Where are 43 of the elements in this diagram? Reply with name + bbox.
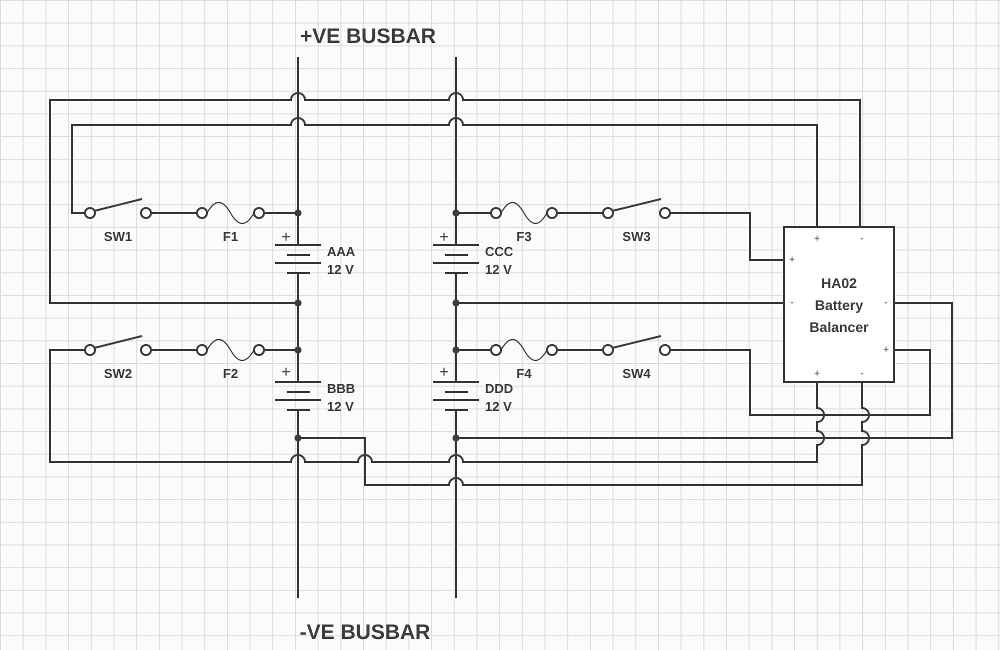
- component-label: SW3: [622, 229, 651, 244]
- terminal-mark: -: [790, 298, 794, 308]
- component-label: SW4: [622, 366, 651, 381]
- voltage-label: 12 V: [485, 262, 512, 277]
- voltage-label: 12 V: [485, 399, 512, 414]
- component-label: F1: [222, 229, 238, 244]
- wire: [673, 349, 931, 416]
- wire: [560, 212, 600, 214]
- wire: [154, 349, 194, 351]
- component-label: SW2: [104, 366, 132, 381]
- wire: [154, 212, 194, 214]
- polarity-mark: +: [281, 229, 291, 247]
- wire: [673, 212, 783, 261]
- voltage-label: 12 V: [327, 262, 354, 277]
- terminal-mark: -: [860, 234, 864, 244]
- component-label: BBB: [327, 381, 356, 396]
- polarity-mark: +: [439, 229, 449, 247]
- wire: [455, 302, 953, 439]
- component-label: CCC: [485, 244, 514, 259]
- terminal-mark: -: [884, 298, 888, 308]
- busbar-label: -VE BUSBAR: [300, 621, 430, 645]
- busbar-label: +VE BUSBAR: [300, 25, 436, 49]
- terminal-mark: +: [814, 234, 820, 244]
- wire: [49, 94, 861, 304]
- voltage-label: 12 V: [327, 399, 354, 414]
- polarity-mark: +: [439, 364, 449, 382]
- wire: [560, 349, 600, 351]
- terminal-mark: -: [860, 368, 864, 380]
- component-label: SW1: [104, 229, 132, 244]
- wire: [49, 349, 825, 463]
- terminal-mark: +: [883, 344, 889, 356]
- component-label: F4: [516, 366, 532, 381]
- device-label: HA02 Battery Balancer: [808, 274, 870, 336]
- wire: [71, 117, 818, 226]
- balancer-box: [783, 226, 895, 383]
- wire: [297, 383, 870, 486]
- component-label: F2: [222, 366, 238, 381]
- component-label: AAA: [327, 244, 356, 259]
- terminal-mark: +: [814, 368, 820, 380]
- component-label: F3: [516, 229, 532, 244]
- component-label: DDD: [485, 381, 514, 396]
- terminal-mark: +: [789, 254, 795, 266]
- polarity-mark: +: [281, 364, 291, 382]
